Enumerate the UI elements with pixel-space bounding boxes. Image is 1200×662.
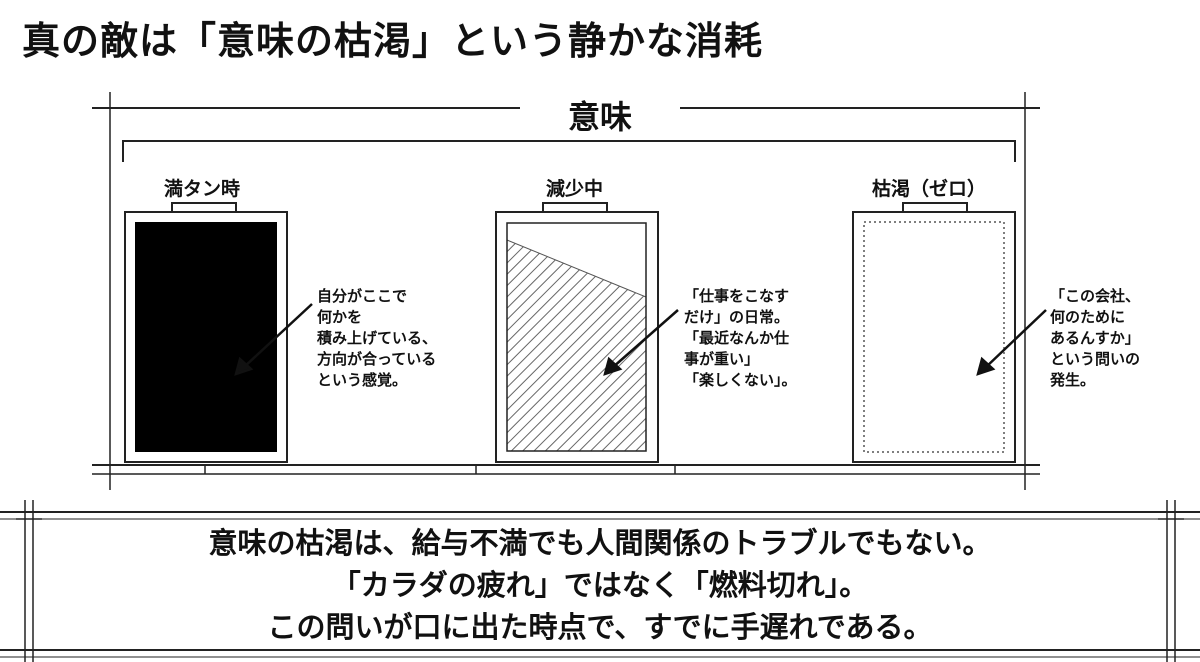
- note-line: 自分がここで: [317, 287, 408, 305]
- note-line: 発生。: [1050, 371, 1096, 389]
- note-line: 何かを: [317, 308, 363, 326]
- stage-label-full: 満タン時: [164, 178, 241, 200]
- stage-label-decreasing: 減少中: [546, 178, 604, 200]
- note-line: という問いの: [1050, 350, 1141, 368]
- note-line: 「仕事をこなす: [684, 287, 790, 305]
- conclusion-text: 意味の枯渇は、給与不満でも人間関係のトラブルでもない。 「カラダの疲れ」ではなく…: [60, 522, 1140, 648]
- conclusion-line: この問いが口に出た時点で、すでに手遅れである。: [267, 610, 933, 644]
- note-line: だけ」の日常。: [684, 308, 790, 326]
- note-line: 「最近なんか仕: [684, 329, 790, 347]
- conclusion-line: 意味の枯渇は、給与不満でも人間関係のトラブルでもない。: [208, 526, 992, 560]
- stage-label-empty: 枯渇（ゼロ）: [872, 178, 987, 200]
- conclusion-frame: [0, 500, 1200, 662]
- battery-shelf: [92, 464, 1040, 475]
- note-line: 「この会社、: [1050, 287, 1141, 305]
- note-line: 何のために: [1050, 308, 1126, 326]
- note-line: 事が重い」: [684, 350, 760, 368]
- battery-fill-full: [135, 222, 277, 452]
- section-bracket: [122, 140, 1016, 162]
- arrow-empty: [976, 309, 1047, 376]
- note-line: という感覚。: [317, 371, 408, 389]
- note-line: 方向が合っている: [317, 350, 437, 368]
- note-line: あるんすか」: [1050, 329, 1140, 347]
- battery-decreasing: [495, 202, 659, 463]
- arrow-decreasing: [603, 309, 679, 376]
- arrow-full: [234, 303, 313, 376]
- page-title: 真の敵は「意味の枯渇」という静かな消耗: [22, 19, 764, 63]
- note-empty: 「この会社、 何のために あるんすか」 という問いの 発生。: [1050, 286, 1140, 391]
- battery-full: [124, 202, 288, 463]
- note-full: 自分がここで 何かを 積み上げている、 方向が合っている という感覚。: [317, 286, 437, 391]
- note-line: 積み上げている、: [317, 329, 438, 347]
- battery-empty: [852, 202, 1016, 463]
- note-decreasing: 「仕事をこなす だけ」の日常。 「最近なんか仕 事が重い」 「楽しくない」。: [684, 286, 797, 391]
- section-label: 意味: [520, 92, 680, 138]
- conclusion-line: 「カラダの疲れ」ではなく「燃料切れ」。: [331, 568, 869, 602]
- note-line: 「楽しくない」。: [684, 371, 797, 389]
